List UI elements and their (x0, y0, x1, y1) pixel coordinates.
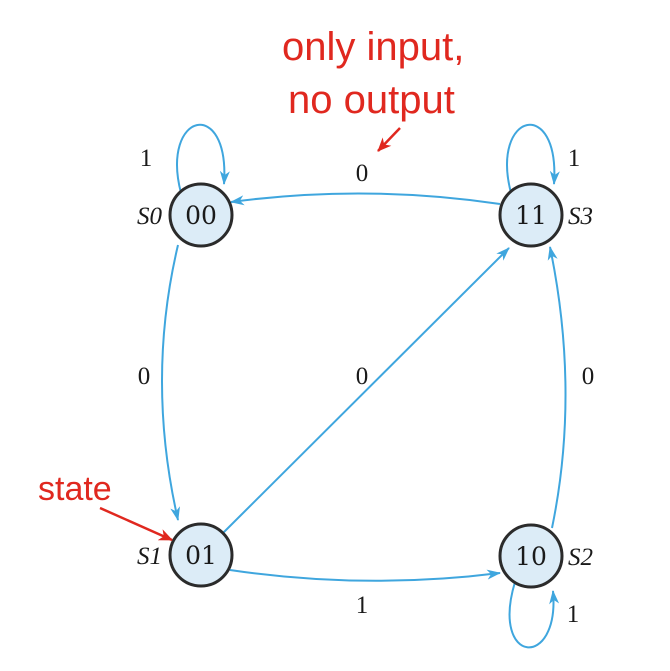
label-s0-to-s1: 0 (138, 363, 151, 390)
state-s0: 00 S0 (137, 182, 234, 248)
state-s1-code: 01 (185, 541, 217, 570)
label-s2-self: 1 (567, 601, 580, 628)
state-s0-code: 00 (185, 201, 217, 230)
label-s3-self: 1 (568, 145, 581, 172)
state-s3-circle (498, 182, 564, 248)
transition-labels: 1 0 1 0 0 0 1 1 (138, 145, 595, 628)
state-note: state (38, 470, 112, 508)
label-s1-to-s2: 1 (356, 592, 369, 619)
edge-s0-to-s1 (161, 244, 180, 521)
edge-s2-to-s3 (547, 246, 567, 529)
label-s1-to-s3: 0 (356, 363, 369, 390)
label-s0-self: 1 (140, 145, 153, 172)
label-s3-to-s0: 0 (356, 160, 369, 187)
state-s3-name: S3 (568, 203, 593, 230)
annotations: only input, no output state (38, 25, 464, 542)
edge-s3-self-loop (506, 123, 560, 194)
label-s2-to-s3: 0 (582, 363, 595, 390)
edge-s3-to-s0 (230, 192, 501, 206)
input-note-line2: no output (288, 78, 455, 122)
state-s3-code: 11 (515, 201, 547, 230)
input-note-line1: only input, (282, 25, 464, 69)
state-s0-name: S0 (137, 203, 163, 230)
state-s1-circle (168, 522, 234, 588)
state-s2-code: 10 (515, 542, 547, 571)
state-s1-name: S1 (137, 543, 162, 570)
transition-edges (161, 123, 567, 649)
state-s3: 11 S3 (498, 182, 593, 248)
input-note-arrow (377, 127, 401, 152)
state-s0-circle (168, 182, 234, 248)
state-s1: 01 S1 (137, 522, 234, 588)
edge-s1-to-s3 (222, 247, 510, 534)
state-note-arrow (99, 506, 173, 542)
state-s2: 10 S2 (498, 523, 593, 589)
state-s2-name: S2 (568, 544, 593, 571)
state-s2-circle (498, 523, 564, 589)
edge-s1-to-s2 (229, 569, 501, 582)
edge-s0-self-loop (176, 123, 230, 194)
edge-s2-self-loop (508, 581, 560, 649)
